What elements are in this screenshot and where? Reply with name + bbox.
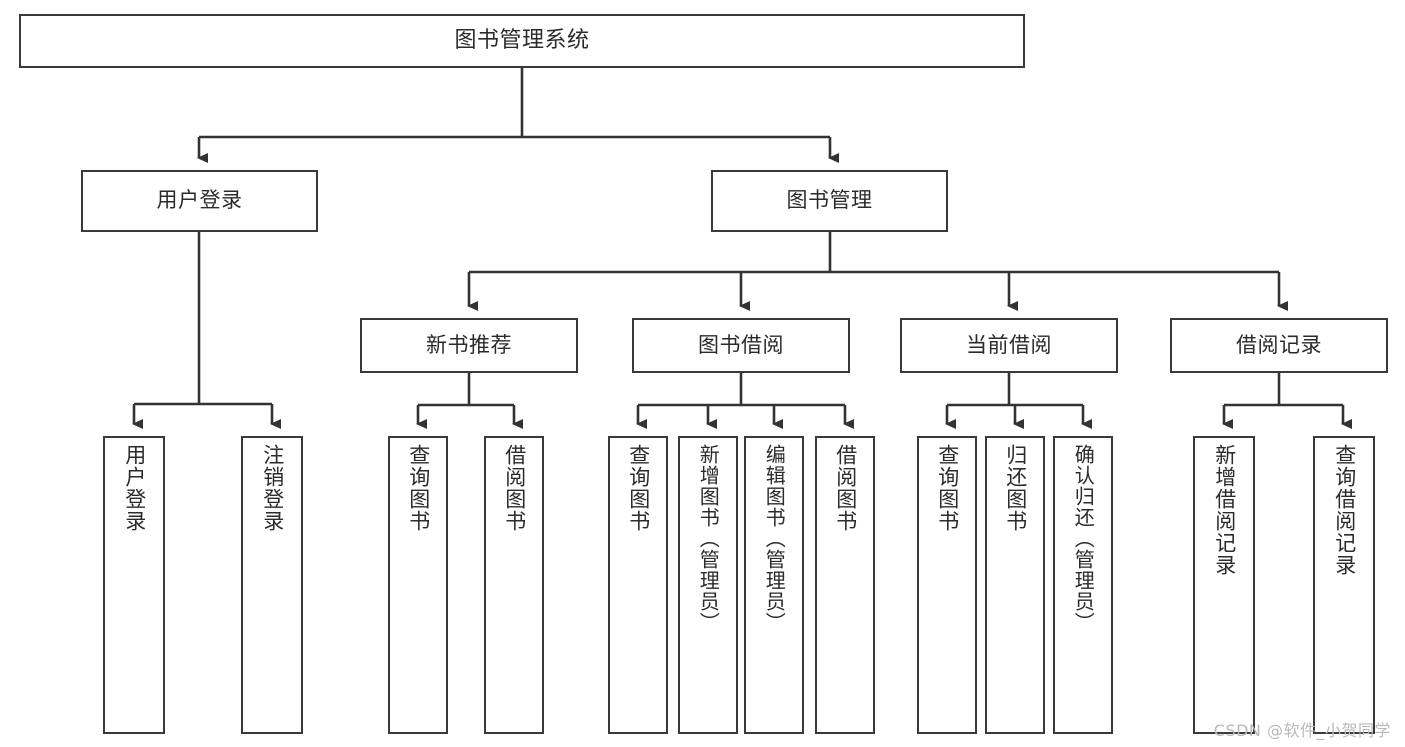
node-leaf-user-login[interactable]: 用户登录	[103, 436, 165, 734]
node-label: 编辑图书（管理员）	[762, 444, 787, 633]
node-label: 注销登录	[260, 444, 285, 532]
node-label: 新书推荐	[426, 332, 512, 357]
node-leaf-query-book-current[interactable]: 查询图书	[917, 436, 977, 734]
node-borrow-record[interactable]: 借阅记录	[1170, 318, 1388, 373]
node-leaf-edit-book-admin[interactable]: 编辑图书（管理员）	[744, 436, 804, 734]
node-label: 查询借阅记录	[1332, 444, 1357, 576]
watermark: CSDN @软件_小贺同学	[1213, 721, 1391, 740]
node-label: 借阅记录	[1236, 332, 1322, 357]
node-new-book-recommend[interactable]: 新书推荐	[360, 318, 578, 373]
node-label: 查询图书	[935, 444, 960, 532]
node-label: 查询图书	[406, 444, 431, 532]
node-label: 图书借阅	[698, 332, 784, 357]
node-leaf-borrow-book-recommend[interactable]: 借阅图书	[484, 436, 544, 734]
node-label: 图书管理系统	[454, 27, 590, 53]
node-user-login[interactable]: 用户登录	[81, 170, 318, 232]
node-label: 图书管理	[786, 188, 873, 213]
node-leaf-logout[interactable]: 注销登录	[241, 436, 303, 734]
node-current-borrow[interactable]: 当前借阅	[900, 318, 1118, 373]
node-leaf-add-book-admin[interactable]: 新增图书（管理员）	[678, 436, 738, 734]
node-label: 借阅图书	[502, 444, 527, 532]
node-root-library-system[interactable]: 图书管理系统	[19, 14, 1025, 68]
node-leaf-add-borrow-record[interactable]: 新增借阅记录	[1193, 436, 1255, 734]
node-label: 用户登录	[122, 444, 147, 532]
node-leaf-query-borrow-record[interactable]: 查询借阅记录	[1313, 436, 1375, 734]
node-leaf-borrow-book[interactable]: 借阅图书	[815, 436, 875, 734]
node-label: 当前借阅	[966, 332, 1052, 357]
node-label: 借阅图书	[833, 444, 858, 532]
node-label: 新增借阅记录	[1212, 444, 1237, 576]
node-book-management[interactable]: 图书管理	[711, 170, 948, 232]
node-leaf-return-book[interactable]: 归还图书	[985, 436, 1045, 734]
node-label: 查询图书	[626, 444, 651, 532]
node-label: 用户登录	[156, 188, 243, 213]
node-leaf-query-book-borrow[interactable]: 查询图书	[608, 436, 668, 734]
node-label: 新增图书（管理员）	[696, 444, 721, 633]
node-label: 归还图书	[1003, 444, 1028, 532]
node-book-borrow[interactable]: 图书借阅	[632, 318, 850, 373]
node-leaf-confirm-return-admin[interactable]: 确认归还（管理员）	[1053, 436, 1113, 734]
node-label: 确认归还（管理员）	[1071, 444, 1096, 633]
node-leaf-query-book-recommend[interactable]: 查询图书	[388, 436, 448, 734]
